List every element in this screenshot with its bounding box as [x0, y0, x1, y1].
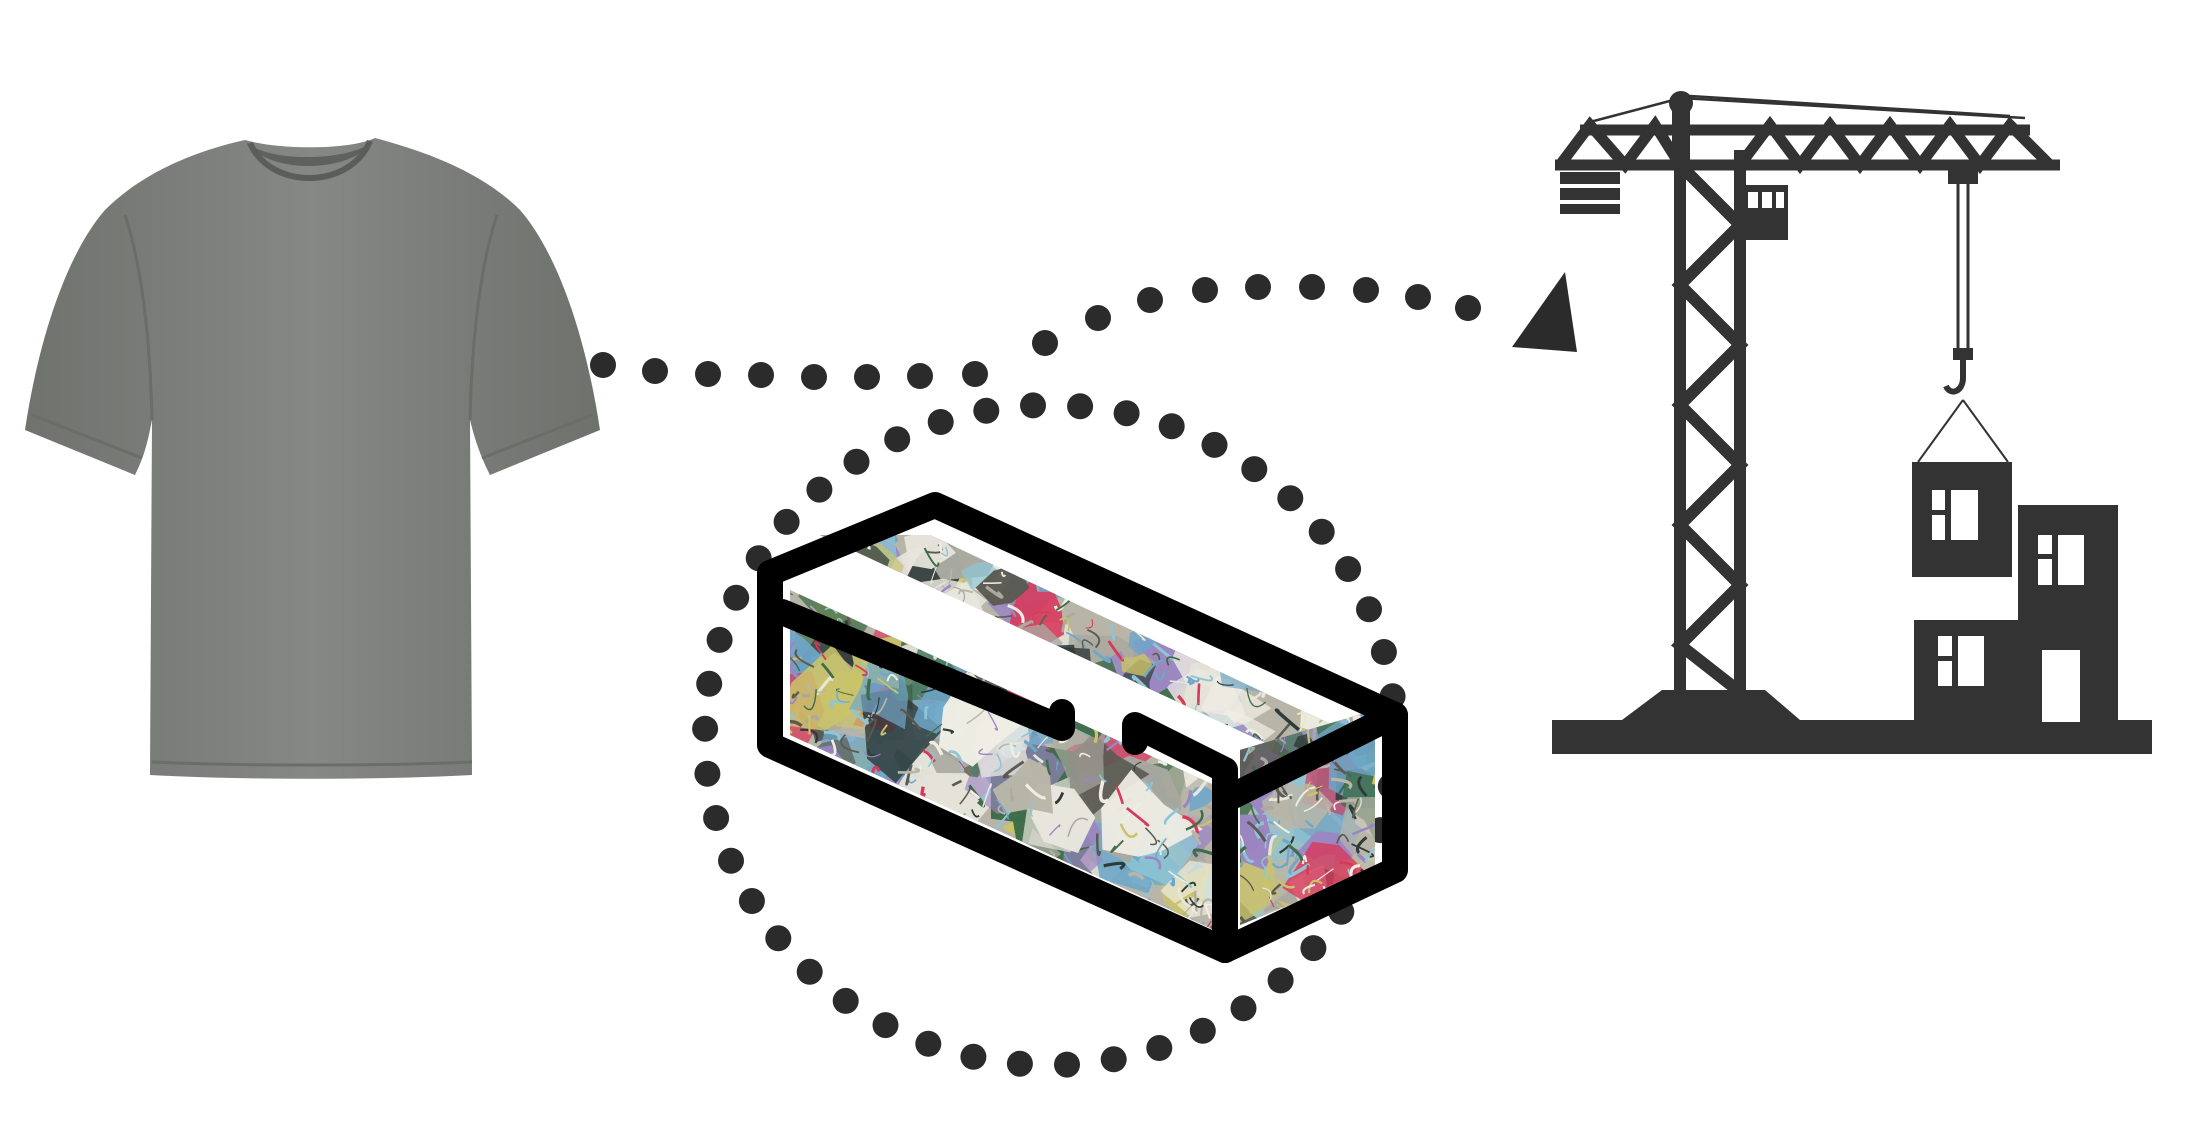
flow-dot: [960, 1043, 987, 1070]
flow-dot: [1405, 284, 1431, 310]
fabric-brick-icon: [757, 492, 1408, 963]
tshirt-hem: [151, 760, 473, 767]
dotted-flow-path: [590, 274, 1481, 1078]
flow-dot: [973, 397, 1000, 424]
crane-top-pulley: [1669, 91, 1693, 115]
crane-base: [1622, 690, 1800, 720]
flow-dot: [695, 361, 721, 387]
flow-dot: [915, 1030, 942, 1057]
flow-dot: [703, 805, 730, 831]
flow-dot: [696, 670, 723, 697]
flow-dot: [832, 987, 859, 1014]
tshirt-body: [25, 138, 600, 779]
flow-dot: [1054, 1051, 1080, 1078]
tshirt-icon: [25, 138, 600, 779]
flow-dot: [801, 364, 827, 390]
brick-outline: [757, 492, 1408, 963]
flow-dot: [748, 362, 774, 388]
flow-dot: [1241, 456, 1268, 483]
flow-dot: [843, 448, 870, 475]
flow-dot: [765, 925, 792, 952]
flow-dot: [907, 363, 933, 389]
flow-dot: [854, 364, 880, 390]
flow-dot: [723, 584, 750, 611]
flow-dot: [1308, 518, 1335, 545]
flow-dot: [1300, 935, 1327, 962]
flow-dot: [1356, 596, 1382, 623]
flow-dot: [1455, 295, 1481, 321]
flow-dot: [1032, 330, 1058, 356]
tshirt-sleeve-hem-left: [31, 413, 143, 460]
flow-dot: [1067, 393, 1094, 420]
crane-mast: [1670, 120, 1749, 697]
flow-dot: [706, 626, 733, 653]
flow-dot: [694, 760, 721, 787]
flow-dot: [962, 361, 988, 387]
flow-dot: [1370, 639, 1397, 665]
flow-dot: [806, 476, 833, 503]
flow-dot: [1245, 274, 1271, 300]
flow-dot: [1189, 1017, 1216, 1044]
crane-hook-icon: [1943, 360, 1966, 395]
flow-dot: [773, 508, 800, 535]
crane-jib: [1555, 115, 2060, 175]
flow-dot: [1201, 431, 1228, 458]
flow-dot: [796, 958, 823, 985]
tshirt-collar: [245, 138, 375, 167]
tshirt-collar-inner: [247, 139, 373, 181]
tshirt-seam-left: [123, 214, 154, 421]
crane-cab: [1740, 185, 1788, 240]
flow-dot: [1137, 287, 1163, 313]
flow-dot: [1277, 485, 1304, 512]
flow-dot: [1192, 277, 1218, 303]
flow-dot: [718, 847, 744, 874]
flow-dot: [738, 888, 765, 914]
flow-dot: [1299, 274, 1325, 300]
ground-slab: [1552, 720, 2152, 754]
flow-dot: [1335, 556, 1362, 582]
flow-dot: [1020, 392, 1046, 419]
tshirt-seam-right: [468, 214, 499, 421]
flow-dot: [1353, 277, 1379, 303]
flow-dot: [642, 358, 668, 384]
crane-building-icon: [1552, 91, 2152, 754]
flow-dot: [1267, 967, 1294, 994]
tshirt-sleeve-hem-right: [481, 413, 593, 460]
flow-arrow-head: [1512, 272, 1577, 352]
flow-dot: [872, 1012, 899, 1039]
hanging-module: [1912, 462, 2012, 577]
flow-dot: [1146, 1035, 1173, 1061]
crane-trolley: [1948, 168, 1978, 184]
flow-dot: [1113, 400, 1140, 427]
building: [1914, 505, 2118, 723]
flow-dot: [884, 426, 911, 453]
crane-counterweight: [1560, 172, 1620, 214]
flow-dot: [1006, 1050, 1033, 1077]
flow-dot: [1085, 305, 1111, 331]
flow-dot: [692, 715, 719, 742]
flow-dot: [1100, 1046, 1127, 1073]
flow-dot: [1230, 995, 1257, 1022]
flow-dot: [1158, 413, 1185, 440]
flow-dot: [927, 409, 954, 435]
flow-dot: [590, 352, 616, 378]
